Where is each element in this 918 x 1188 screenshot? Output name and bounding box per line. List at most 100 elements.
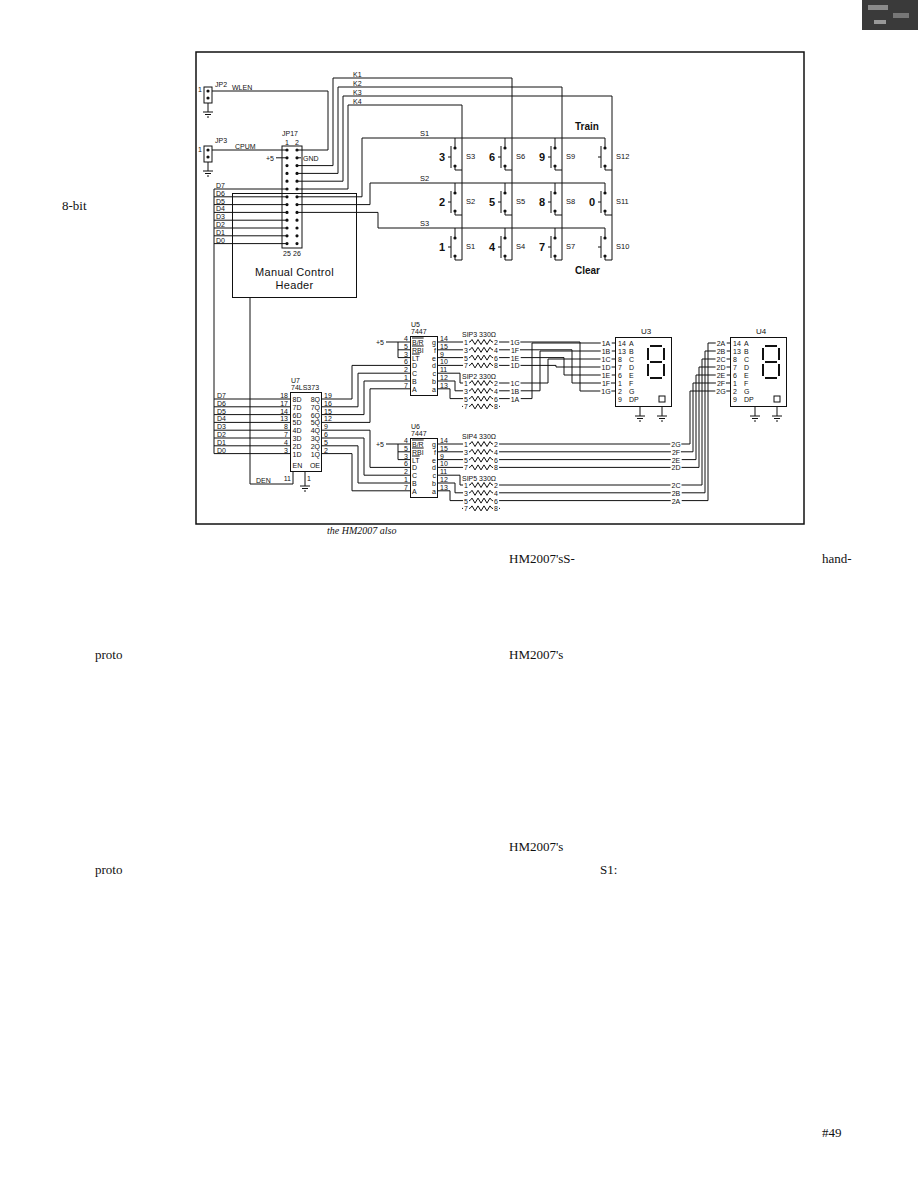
pin-label: 6Q <box>311 411 320 418</box>
pin-label: 2D <box>293 442 302 449</box>
pin-label: 3 <box>463 448 469 455</box>
pin-label: d <box>432 464 436 471</box>
pin-label: 17 <box>280 399 288 406</box>
decimal-point <box>659 396 665 402</box>
pin-label: 1G <box>600 388 611 395</box>
pin-label: 2 <box>493 339 499 346</box>
pin-label: 8 <box>493 464 499 471</box>
body-text: proto <box>95 648 122 661</box>
pin-label: 9 <box>733 396 737 403</box>
pin-label: c <box>433 472 437 479</box>
pin-label: 14 <box>440 335 448 342</box>
pin-label: E <box>744 372 749 379</box>
pin-label: 4 <box>493 387 499 394</box>
pin-label: 4 <box>404 335 408 342</box>
pin-label: 3 <box>284 446 288 453</box>
body-text: HM2007'sS- <box>509 552 575 565</box>
switch-label: S12 <box>616 153 629 161</box>
seven-segment-digit <box>648 346 779 378</box>
pin-label: 6 <box>493 395 499 402</box>
pin-label: 11 <box>440 468 447 475</box>
pin-label: 7 <box>404 381 408 388</box>
pin-label: 3 <box>463 489 469 496</box>
switch-symbol <box>448 138 612 260</box>
pin-label: C <box>412 472 417 479</box>
pin-label: 6 <box>404 460 408 467</box>
pin-label: 9 <box>618 396 622 403</box>
pin-label: 1 <box>404 374 408 381</box>
pin-label: SIP3 330Ω <box>462 331 496 338</box>
pin-label: D3 <box>217 423 226 430</box>
pin-label: B <box>744 348 749 355</box>
pin-label: SIP4 330Ω <box>462 433 496 440</box>
body-text: S1: <box>600 863 617 876</box>
body-text: HM2007's <box>509 648 563 661</box>
pin-label: a <box>432 487 436 494</box>
pin-label: 5 <box>463 456 469 463</box>
switch-label: S2 <box>466 198 475 206</box>
pin-label: 2A <box>716 340 727 347</box>
switch-label: S10 <box>616 243 629 251</box>
key-label: 8 <box>539 197 545 208</box>
pin-label: 7 <box>404 483 408 490</box>
pin-label: 10 <box>440 358 448 365</box>
pin-label: 6 <box>733 372 737 379</box>
pin-label: 3Q <box>311 435 320 442</box>
pin-label: JP3 <box>215 137 227 144</box>
switch-label: S3 <box>420 220 429 228</box>
pin-label: 1G <box>509 339 520 346</box>
pin-label: 2F <box>716 380 726 387</box>
pin-label: 26 <box>293 250 301 257</box>
pin-label: 12 <box>440 374 448 381</box>
pin-label: D2 <box>217 431 226 438</box>
pin-label: 1B <box>601 348 612 355</box>
pin-label: 8 <box>493 403 499 410</box>
pin-label: WLEN <box>232 84 252 91</box>
pin-label: DP <box>629 396 639 403</box>
pin-label: 15 <box>440 444 448 451</box>
switch-label: S7 <box>566 243 575 251</box>
pin-label: E <box>629 372 634 379</box>
wire <box>322 373 410 491</box>
pin-label: 5 <box>404 444 408 451</box>
key-label: 4 <box>489 242 495 253</box>
pin-label: 2G <box>670 441 681 448</box>
pin-label: 15 <box>324 407 332 414</box>
pin-label: 1 <box>285 138 289 145</box>
pin-label: 7D <box>293 403 302 410</box>
pin-label: C <box>744 356 749 363</box>
pin-label: 6D <box>293 411 302 418</box>
key-label: 7 <box>539 242 545 253</box>
pin-label: 5D <box>293 419 302 426</box>
pin-label: 1A <box>510 395 521 402</box>
switch-label: S3 <box>466 153 475 161</box>
pin-label: D <box>629 364 634 371</box>
pin-label: 14 <box>618 340 626 347</box>
connector-header-box: Manual Control Header <box>232 193 357 298</box>
key-label: 6 <box>489 152 495 163</box>
switch-label: S11 <box>616 198 629 206</box>
pin-label: 3D <box>293 435 302 442</box>
pin-label: 2 <box>295 138 299 145</box>
pin-label: G <box>629 388 634 395</box>
pin-label: 4 <box>284 438 288 445</box>
pin-label: JP2 <box>215 81 227 88</box>
pin-label: 1 <box>463 441 469 448</box>
pin-label: D6 <box>216 189 225 196</box>
pin-label: 1 <box>733 380 737 387</box>
pin-label: D6 <box>217 399 226 406</box>
pin-label: 9 <box>324 423 328 430</box>
pin-label: 7 <box>733 364 737 371</box>
pin-label: 1 <box>463 339 469 346</box>
pin-label: 4 <box>404 437 408 444</box>
pin-label: 5 <box>404 342 408 349</box>
pin-label: 1E <box>510 354 521 361</box>
pin-label: 3 <box>404 452 408 459</box>
pin-label: 3 <box>463 346 469 353</box>
wire <box>492 342 615 406</box>
pin-label: 10 <box>440 460 448 467</box>
body-text: #49 <box>822 1126 842 1139</box>
pin-label: 4 <box>493 448 499 455</box>
pin-label: 2 <box>493 380 499 387</box>
pin-label: 8 <box>284 423 288 430</box>
